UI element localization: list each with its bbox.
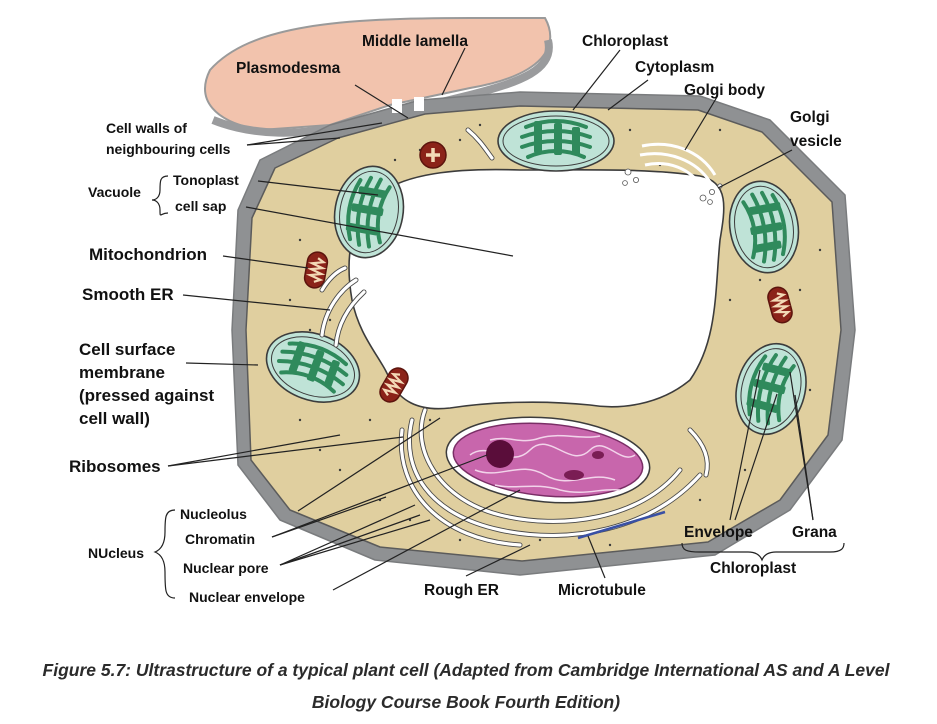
vacuole-bracket	[151, 175, 169, 216]
caption-line-2: Biology Course Book Fourth Edition)	[312, 692, 620, 712]
smooth-er	[319, 265, 367, 348]
label-csm-3: (pressed against	[79, 386, 214, 405]
label-cell-walls-1: Cell walls of	[106, 120, 187, 136]
label-csm-1: Cell surface	[79, 340, 175, 359]
label-nuclear-envelope: Nuclear envelope	[189, 589, 305, 605]
plasmodesma-gap-1	[392, 99, 402, 113]
mitochondrion-round	[419, 141, 447, 169]
label-plasmodesma: Plasmodesma	[236, 60, 341, 77]
rough-er	[398, 407, 710, 548]
nucleolus	[486, 440, 514, 468]
label-csm-2: membrane	[79, 363, 165, 382]
label-grana: Grana	[792, 524, 837, 541]
label-smooth-er: Smooth ER	[82, 285, 174, 304]
nucleus	[445, 416, 651, 504]
label-middle-lamella: Middle lamella	[362, 33, 468, 50]
label-cell-walls-2: neighbouring cells	[106, 141, 231, 157]
nucleus-bracket	[153, 509, 176, 599]
label-cell-sap: cell sap	[175, 198, 226, 214]
label-mitochondrion: Mitochondrion	[89, 245, 207, 264]
label-rough-er: Rough ER	[424, 582, 499, 599]
label-golgi-vesicle-1: Golgi	[790, 109, 830, 126]
leader-lines	[167, 47, 814, 591]
label-nucleus: NUcleus	[88, 545, 144, 561]
label-chromatin: Chromatin	[185, 531, 255, 547]
er-top	[465, 127, 495, 161]
label-golgi-body: Golgi body	[684, 82, 765, 99]
label-tonoplast: Tonoplast	[173, 172, 239, 188]
chloroplast-top	[497, 110, 615, 172]
plasmodesma-gap-2	[414, 97, 424, 111]
chloroplast-right-bottom	[735, 342, 807, 436]
chloroplast-left	[333, 165, 405, 259]
label-vacuole: Vacuole	[88, 184, 141, 200]
ribosome-dots	[288, 123, 822, 547]
label-csm-4: cell wall)	[79, 409, 150, 428]
label-golgi-vesicle-2: vesicle	[790, 133, 842, 150]
label-envelope: Envelope	[684, 524, 753, 541]
chloroplast-bracket	[681, 542, 845, 562]
microtubule	[577, 510, 666, 540]
chloroplast-right	[728, 180, 800, 274]
label-cytoplasm: Cytoplasm	[635, 59, 714, 76]
chloroplast-left-bottom	[265, 331, 361, 403]
label-nucleolus: Nucleolus	[180, 506, 247, 522]
caption-line-1: Figure 5.7: Ultrastructure of a typical …	[43, 660, 891, 680]
label-ribosomes: Ribosomes	[69, 457, 161, 476]
golgi-body	[639, 142, 717, 194]
label-chloroplast-bottom: Chloroplast	[710, 560, 796, 577]
label-microtubule: Microtubule	[558, 582, 646, 599]
label-nuclear-pore: Nuclear pore	[183, 560, 269, 576]
label-chloroplast-top: Chloroplast	[582, 33, 668, 50]
